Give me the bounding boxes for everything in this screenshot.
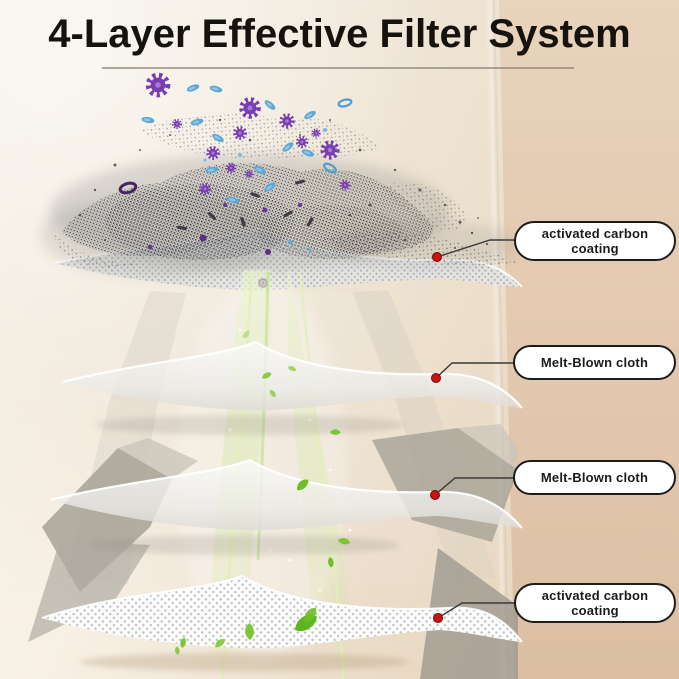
filter-layer-2-sheet: [62, 340, 523, 435]
dust-cloud: [40, 113, 520, 277]
anchor-dot-icon: [432, 252, 442, 262]
callout-line-3: [434, 477, 514, 496]
virus-particles: [148, 75, 351, 213]
anchor-dot-icon: [430, 490, 440, 500]
callout-label-activated-carbon-bottom: activated carbon coating: [514, 583, 676, 623]
callout-label-melt-blown-upper: Melt-Blown cloth: [513, 345, 676, 380]
callout-label-activated-carbon-top: activated carbon coating: [514, 221, 676, 261]
filter-layer-4-sheet: [41, 574, 523, 671]
page-title: 4-Layer Effective Filter System: [48, 12, 631, 56]
callout-anchor-dots: [430, 252, 443, 623]
anchor-dot-icon: [431, 373, 441, 383]
callout-connectors: [434, 239, 517, 619]
filter-layer-3-sheet: [49, 458, 523, 555]
callout-line-1: [436, 239, 517, 258]
title-underline: [102, 67, 574, 69]
callout-line-4: [437, 602, 517, 619]
callout-line-2: [435, 362, 514, 379]
anchor-dot-icon: [433, 613, 443, 623]
bacteria-particles: [141, 82, 354, 205]
callout-label-melt-blown-lower: Melt-Blown cloth: [513, 460, 676, 495]
